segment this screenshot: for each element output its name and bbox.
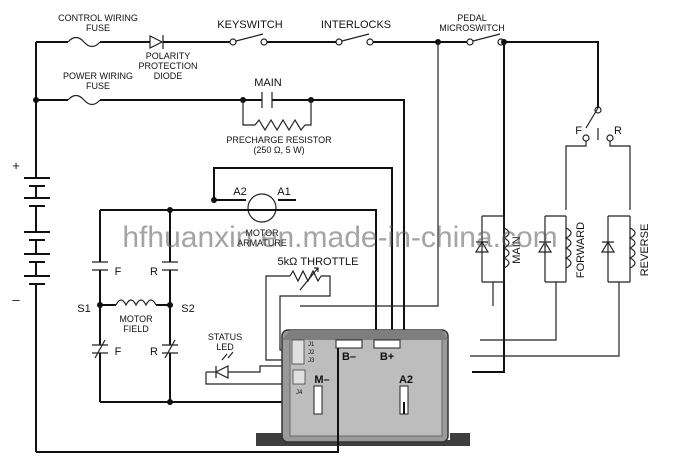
polarity-protection-diode	[149, 35, 164, 49]
battery-minus-label: –	[12, 292, 20, 307]
direction-switch	[585, 107, 599, 140]
armature-a1-label: A1	[277, 186, 290, 198]
s1-label: S1	[77, 303, 90, 315]
b-plus-label: B+	[380, 351, 394, 363]
s2-label: S2	[181, 303, 194, 315]
field-bridge	[92, 207, 377, 405]
coil-section	[300, 42, 636, 373]
power-fuse-label-2: FUSE	[86, 81, 110, 91]
power-wiring-fuse	[67, 94, 101, 106]
battery-plus-label: +	[12, 158, 20, 173]
status-led-label-1: STATUS	[208, 332, 242, 342]
main-label: MAIN	[254, 77, 282, 89]
pedal-label-2: MICROSWITCH	[439, 23, 505, 33]
pedal-label-1: PEDAL	[457, 13, 487, 23]
precharge-resistor	[254, 118, 306, 132]
precharge-label-2: (250 Ω, 5 W)	[253, 145, 304, 155]
coil-forward	[564, 227, 572, 269]
main-contactor	[261, 92, 273, 108]
control-circuit	[36, 33, 599, 108]
throttle-resistor	[289, 269, 322, 283]
power-fuse-label-1: POWER WIRING	[63, 71, 133, 81]
polarity-label-2: PROTECTION	[138, 61, 197, 71]
switch-f-label: F	[575, 125, 582, 137]
j4-label: J4	[296, 390, 303, 396]
interlocks-switch	[335, 33, 374, 46]
terminal-b-minus	[335, 339, 363, 349]
motor-controller	[256, 329, 470, 446]
motor-field-label-2: FIELD	[123, 324, 149, 334]
b-minus-label: B–	[342, 351, 356, 363]
coil-forward-label: FORWARD	[575, 222, 587, 278]
coil-reverse-label: REVERSE	[639, 224, 651, 277]
throttle-label: 5kΩ THROTTLE	[278, 256, 359, 268]
coil-main	[502, 227, 510, 269]
diode-main	[474, 240, 490, 253]
precharge-label-1: PRECHARGE RESISTOR	[226, 135, 332, 145]
diode-reverse	[600, 240, 616, 253]
contact-r-top-label: R	[150, 266, 158, 278]
keyswitch-switch	[229, 33, 268, 46]
motor-field-coil	[115, 299, 157, 307]
battery	[24, 165, 50, 452]
motor-field-label-1: MOTOR	[119, 314, 153, 324]
m-minus-label: M–	[314, 374, 329, 386]
armature-label-1: MOTOR	[245, 228, 279, 238]
armature-a2-label: A2	[233, 186, 246, 198]
watermark: hfhuanxin.en.made-in-china.com	[122, 221, 557, 254]
switch-r-label: R	[614, 125, 622, 137]
contact-r-bottom-label: R	[150, 346, 158, 358]
coil-main-label: MAIN	[511, 236, 523, 264]
j2-label: J2	[308, 350, 315, 356]
power-circuit	[33, 42, 405, 336]
control-wiring-fuse	[67, 36, 101, 48]
contact-f-top-label: F	[115, 266, 122, 278]
keyswitch-label: KEYSWITCH	[217, 19, 282, 31]
armature-label-2: ARMATURE	[237, 238, 287, 248]
interlocks-label: INTERLOCKS	[321, 19, 391, 31]
contact-f-bottom-label: F	[115, 346, 122, 358]
status-led-label-2: LED	[216, 342, 234, 352]
polarity-label-3: DIODE	[154, 71, 183, 81]
pedal-microswitch	[466, 33, 505, 46]
status-led	[205, 351, 298, 385]
a2-ctrl-label: A2	[399, 374, 413, 386]
motor-armature	[211, 167, 393, 336]
diode-forward	[537, 240, 553, 253]
control-fuse-label-2: FUSE	[86, 23, 110, 33]
contact-f-top	[92, 261, 108, 271]
j3-label: J3	[308, 358, 315, 364]
polarity-label-1: POLARITY	[146, 51, 191, 61]
control-fuse-label-1: CONTROL WIRING	[58, 13, 138, 23]
coil-reverse	[628, 227, 636, 269]
j1-label: J1	[308, 342, 315, 348]
contact-r-top	[162, 261, 178, 271]
terminal-m-minus	[313, 385, 323, 415]
terminal-b-plus	[373, 339, 401, 349]
